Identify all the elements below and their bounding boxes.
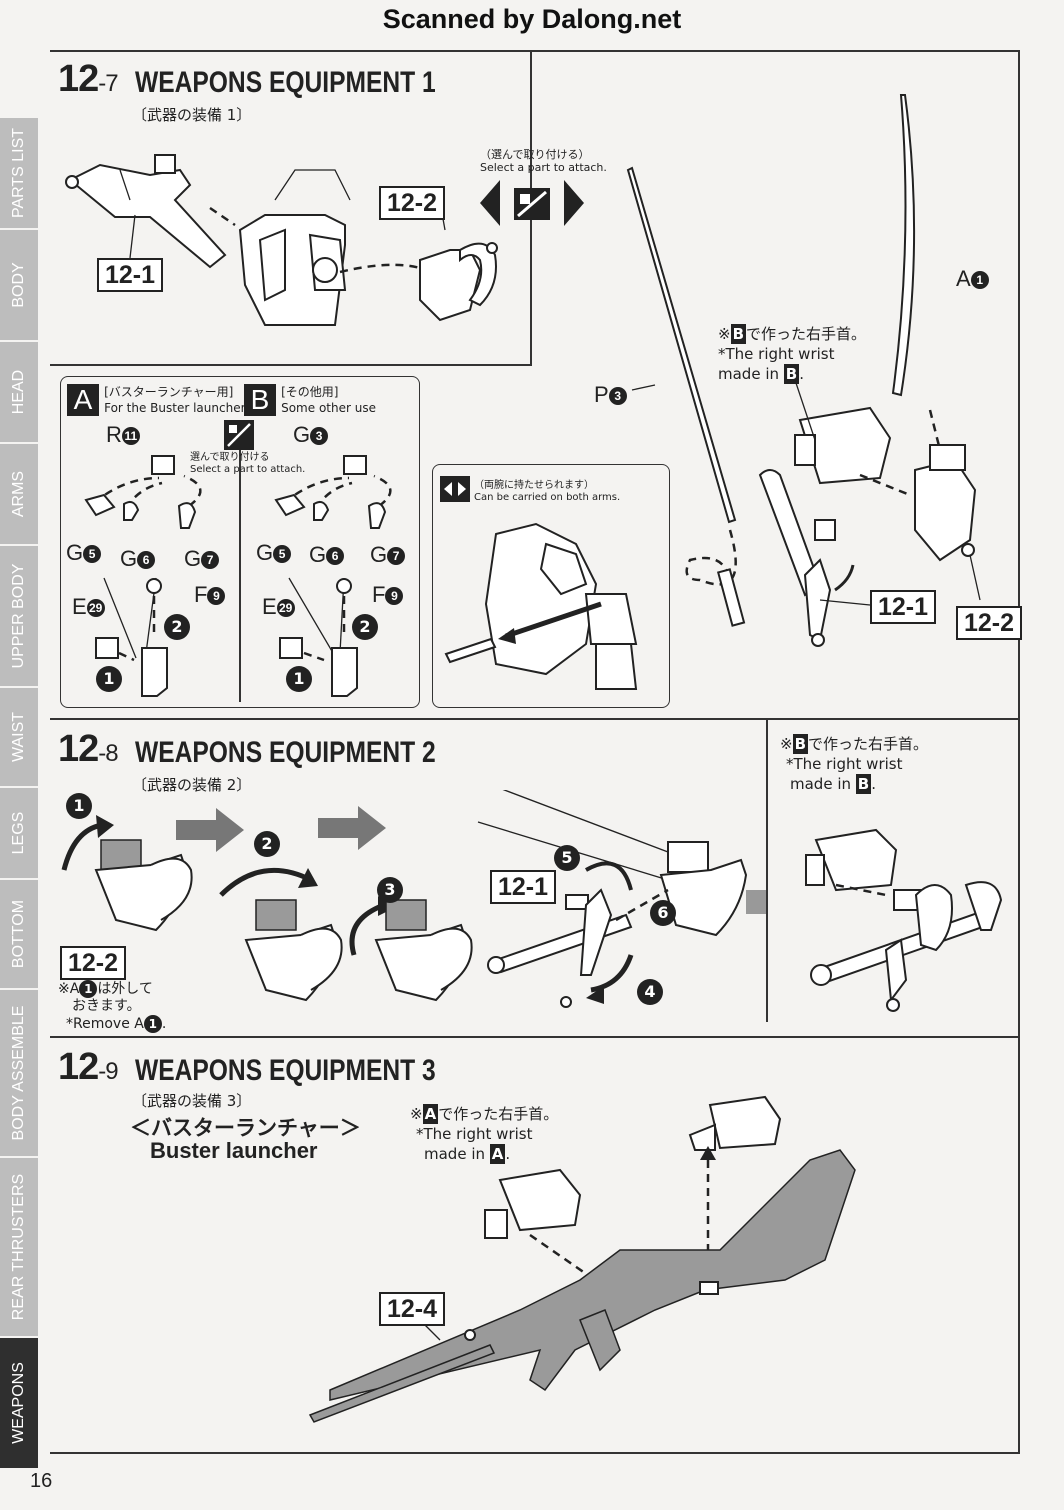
right-rule [1018, 50, 1020, 1454]
page-number: 16 [30, 1470, 53, 1492]
both-arms-panel [432, 464, 670, 708]
sec7-divider-h [50, 364, 532, 366]
mobile-suit-illustration [444, 522, 638, 690]
select-part-note: （選んで取り付ける） Select a part to attach. [480, 148, 607, 174]
ref-12-2-right: 12-2 [956, 606, 1023, 640]
launcher-title-jp: ＜バスターランチャー＞ [130, 1116, 361, 1140]
sidebar-tab-body[interactable]: BODY [0, 230, 38, 340]
step-2-a: 2 [164, 614, 190, 640]
sec9-number: 12-9 [58, 1046, 119, 1088]
sec8-step-1: 1 [66, 793, 92, 819]
panel-a-header: A [バスターランチャー用]For the Buster launcher [67, 384, 246, 416]
sidebar-tab-label: BODY [10, 262, 27, 308]
panel-divider [239, 422, 241, 702]
section-sidebar: PARTS LIST BODY HEAD ARMS UPPER BODY WAI… [0, 118, 38, 1468]
sec7-title: WEAPONS EQUIPMENT 1 [135, 66, 436, 99]
ref-12-1-right: 12-1 [870, 590, 937, 624]
sidebar-tab-label: PARTS LIST [10, 127, 27, 219]
sec8-step-3: 3 [377, 877, 403, 903]
sec8-subtitle: 〔武器の装備 2〕 [132, 776, 252, 794]
ref-12-4: 12-4 [379, 1292, 446, 1326]
panel-b-parts-drawing [274, 455, 392, 697]
step-1-a: 1 [96, 666, 122, 692]
sec8-title: WEAPONS EQUIPMENT 2 [135, 736, 436, 769]
sec8-ref-12-1: 12-1 [490, 870, 557, 904]
sidebar-tab-upper-body[interactable]: UPPER BODY [0, 546, 38, 686]
sec8-divider [766, 720, 768, 1022]
top-rule [50, 50, 1020, 52]
scan-banner: Scanned by Dalong.net [382, 4, 682, 34]
sec8-final-assembly [805, 828, 1003, 1012]
select-part-small-icon [224, 420, 254, 450]
both-arms-icon [440, 476, 470, 502]
sidebar-tab-label: ARMS [10, 470, 27, 518]
sidebar-tab-label: LEGS [10, 811, 27, 855]
ref-12-2: 12-2 [379, 186, 446, 220]
sidebar-tab-bottom[interactable]: BOTTOM [0, 880, 38, 988]
sec9-rule [50, 1036, 1020, 1038]
step-2-b: 2 [352, 614, 378, 640]
launcher-title-en: Buster launcher [150, 1138, 318, 1163]
sec8-ref-12-2: 12-2 [60, 946, 127, 980]
sec9-subtitle: 〔武器の装備 3〕 [132, 1092, 252, 1110]
sidebar-tab-legs[interactable]: LEGS [0, 788, 38, 878]
sidebar-tab-label: BOTTOM [10, 899, 27, 969]
sidebar-tab-body-assemble[interactable]: BODY ASSEMBLE [0, 990, 38, 1156]
sec8-number: 12-8 [58, 728, 119, 770]
buster-launcher-illustration [308, 1095, 856, 1423]
panel-b-letter: B [244, 384, 276, 416]
torso-weapon-illustration [65, 154, 498, 326]
bottom-rule [50, 1452, 1020, 1454]
sec8-step-2: 2 [254, 831, 280, 857]
sec8-step-5: 5 [554, 845, 580, 871]
wrist-options-panel [60, 376, 420, 708]
sidebar-tab-parts-list[interactable]: PARTS LIST [0, 118, 38, 228]
select-part-icon [480, 180, 584, 226]
sec7-subtitle: 〔武器の装備 1〕 [132, 106, 252, 124]
sec8-step-6: 6 [650, 900, 676, 926]
panel-b-header: B [その他用]Some other use [244, 384, 376, 416]
sidebar-tab-weapons[interactable]: WEAPONS [0, 1338, 38, 1468]
sec8-rule [50, 718, 1020, 720]
sidebar-tab-head[interactable]: HEAD [0, 342, 38, 442]
sidebar-tab-label: REAR THRUSTERS [10, 1173, 27, 1321]
ref-12-1: 12-1 [97, 258, 164, 292]
panel-a-letter: A [67, 384, 99, 416]
sidebar-tab-label: BODY ASSEMBLE [10, 1005, 27, 1141]
beam-saber-assembly-illustration [626, 94, 981, 647]
both-arms-note: （両腕に持たせられます）Can be carried on both arms. [474, 480, 621, 503]
sidebar-tab-label: WAIST [10, 711, 27, 763]
sec7-number: 12-7 [58, 58, 119, 100]
step-1-b: 1 [286, 666, 312, 692]
sec9-title: WEAPONS EQUIPMENT 3 [135, 1054, 436, 1087]
sidebar-tab-label: UPPER BODY [10, 563, 27, 669]
panel-a-parts-drawing [84, 455, 202, 697]
sidebar-tab-rear-thrusters[interactable]: REAR THRUSTERS [0, 1158, 38, 1336]
sec8-steps-illustration [61, 790, 766, 1008]
sidebar-tab-label: HEAD [10, 369, 27, 415]
sec8-step-4: 4 [637, 979, 663, 1005]
sidebar-tab-arms[interactable]: ARMS [0, 444, 38, 544]
sidebar-tab-label: WEAPONS [10, 1362, 27, 1444]
sidebar-tab-waist[interactable]: WAIST [0, 688, 38, 786]
